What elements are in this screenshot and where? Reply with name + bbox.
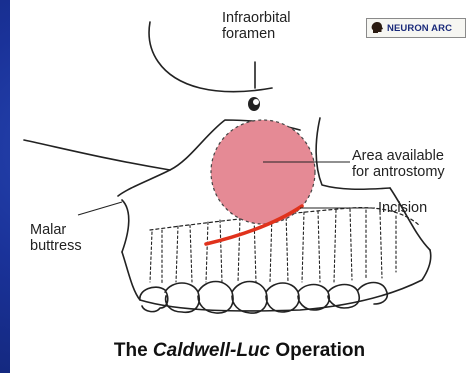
- diagram-panel: Infraorbital foramen Area available for …: [10, 0, 469, 373]
- malar-buttress-curve: [122, 200, 129, 252]
- malar-pointer: [78, 202, 122, 215]
- title-emphasis: Caldwell-Luc: [153, 340, 270, 361]
- teeth-crowns: [140, 282, 387, 314]
- maxilla-illustration: [10, 0, 469, 373]
- title-prefix: The: [114, 340, 153, 361]
- incision-label: Incision: [378, 200, 427, 216]
- malar-label-line1: Malar: [30, 222, 82, 238]
- title-suffix: Operation: [270, 340, 365, 361]
- neuron-arc-logo: NEURON ARC: [366, 18, 466, 38]
- infraorbital-label-line2: foramen: [222, 26, 291, 42]
- antrostomy-label-line2: for antrostomy: [352, 164, 445, 180]
- slide-title: The Caldwell-Luc Operation: [10, 340, 469, 362]
- antrostomy-label: Area available for antrostomy: [352, 148, 445, 180]
- malar-label-line2: buttress: [30, 238, 82, 254]
- logo-text: NEURON ARC: [387, 23, 452, 34]
- infraorbital-label-line1: Infraorbital: [222, 10, 291, 26]
- infraorbital-label: Infraorbital foramen: [222, 10, 291, 42]
- malar-buttress-label: Malar buttress: [30, 222, 82, 254]
- head-silhouette-icon: [370, 21, 384, 35]
- antrostomy-label-line1: Area available: [352, 148, 445, 164]
